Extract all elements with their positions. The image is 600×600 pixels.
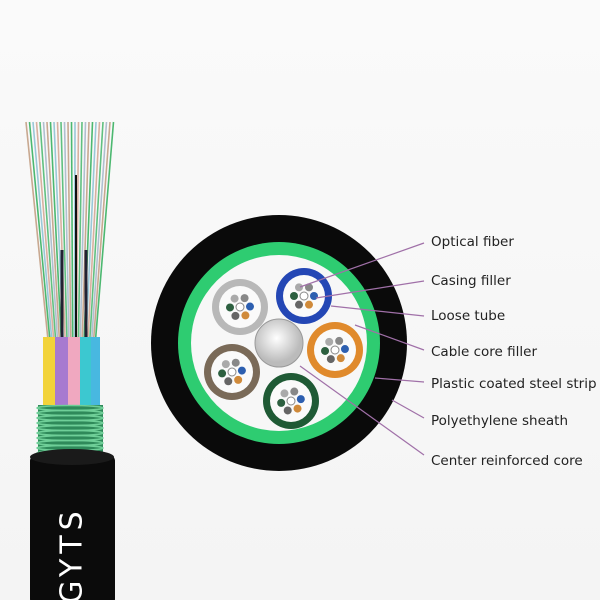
- optical-fiber: [283, 406, 292, 415]
- optical-fiber: [310, 292, 318, 300]
- label-cable-core-filler: Cable core filler: [431, 344, 538, 360]
- fiber-strand: [67, 121, 72, 341]
- fiber-strand: [87, 121, 101, 341]
- polyethylene-sheath-side: [30, 455, 115, 600]
- fiber-bundle: [25, 121, 115, 341]
- label-optical-fiber: Optical fiber: [431, 234, 514, 250]
- fiber-strand: [92, 121, 111, 341]
- fiber-strand: [56, 121, 66, 341]
- fiber-strand: [39, 121, 57, 341]
- optical-fiber: [226, 303, 235, 312]
- fiber-strand: [46, 121, 61, 341]
- cable-brand-text: GYTS: [54, 506, 90, 600]
- label-center-reinforced-core: Center reinforced core: [431, 453, 583, 469]
- optical-fiber: [326, 355, 335, 364]
- leader-line: [391, 399, 425, 419]
- optical-fiber: [245, 302, 254, 311]
- label-loose-tube: Loose tube: [431, 308, 506, 324]
- optical-fiber: [231, 311, 240, 320]
- loose-tube: [204, 344, 260, 400]
- optical-fiber: [305, 283, 313, 292]
- optical-fiber: [230, 294, 239, 303]
- label-plastic-coated-steel-strip: Plastic coated steel strip: [431, 376, 597, 392]
- optical-fiber: [325, 337, 334, 346]
- leader-line: [299, 242, 425, 288]
- leader-line: [374, 377, 425, 383]
- optical-fiber: [293, 404, 302, 413]
- fiber-strand: [85, 121, 97, 341]
- optical-fiber: [237, 366, 246, 375]
- leader-line: [354, 324, 425, 351]
- optical-fiber: [290, 292, 298, 300]
- label-casing-filler: Casing filler: [431, 273, 511, 289]
- optical-fiber: [218, 369, 227, 378]
- optical-fiber: [240, 294, 249, 303]
- loose-tube: [307, 322, 363, 378]
- fiber-strand: [90, 121, 108, 341]
- fiber-strand: [49, 121, 63, 341]
- cable-side-view: [25, 121, 115, 600]
- label-polyethylene-sheath: Polyethylene sheath: [431, 413, 569, 429]
- fiber-strand: [81, 121, 90, 341]
- optical-fiber: [224, 377, 233, 386]
- optical-fiber: [241, 311, 250, 320]
- optical-fiber: [296, 395, 305, 404]
- center-reinforced-core: [254, 318, 304, 368]
- fiber-strand: [77, 121, 83, 341]
- loose-tube: [276, 268, 332, 324]
- fiber-strand: [32, 121, 53, 341]
- fiber-strand: [89, 121, 104, 341]
- fiber-strand: [60, 121, 68, 341]
- optical-fiber: [277, 398, 286, 407]
- loose-tube: [212, 279, 268, 335]
- optical-fiber: [336, 354, 345, 363]
- optical-fiber: [234, 375, 243, 384]
- fiber-strand: [79, 121, 87, 341]
- fiber-strand: [63, 121, 70, 341]
- loose-tubes-side: [43, 337, 100, 410]
- optical-fiber: [321, 346, 330, 355]
- fiber-strand: [42, 121, 59, 341]
- optical-fiber: [231, 358, 240, 367]
- optical-fiber: [340, 345, 349, 354]
- optical-fiber: [280, 389, 289, 398]
- fiber-strand: [25, 121, 49, 341]
- fiber-strand: [70, 121, 74, 341]
- leader-line: [315, 280, 425, 299]
- optical-fiber: [295, 283, 303, 292]
- fiber-strand: [28, 121, 51, 341]
- loose-tube: [263, 373, 319, 429]
- optical-fiber: [290, 387, 299, 396]
- fiber-strand: [35, 121, 55, 341]
- leader-line: [330, 305, 425, 317]
- optical-fiber: [335, 336, 344, 345]
- leader-line: [299, 365, 425, 456]
- fiber-strand: [94, 121, 115, 341]
- cable-cross-section: [151, 215, 407, 471]
- leader-lines: [299, 242, 425, 456]
- optical-fiber: [295, 300, 303, 309]
- optical-fiber: [221, 360, 230, 369]
- steel-strip-side: [36, 404, 104, 457]
- optical-fiber: [305, 300, 313, 309]
